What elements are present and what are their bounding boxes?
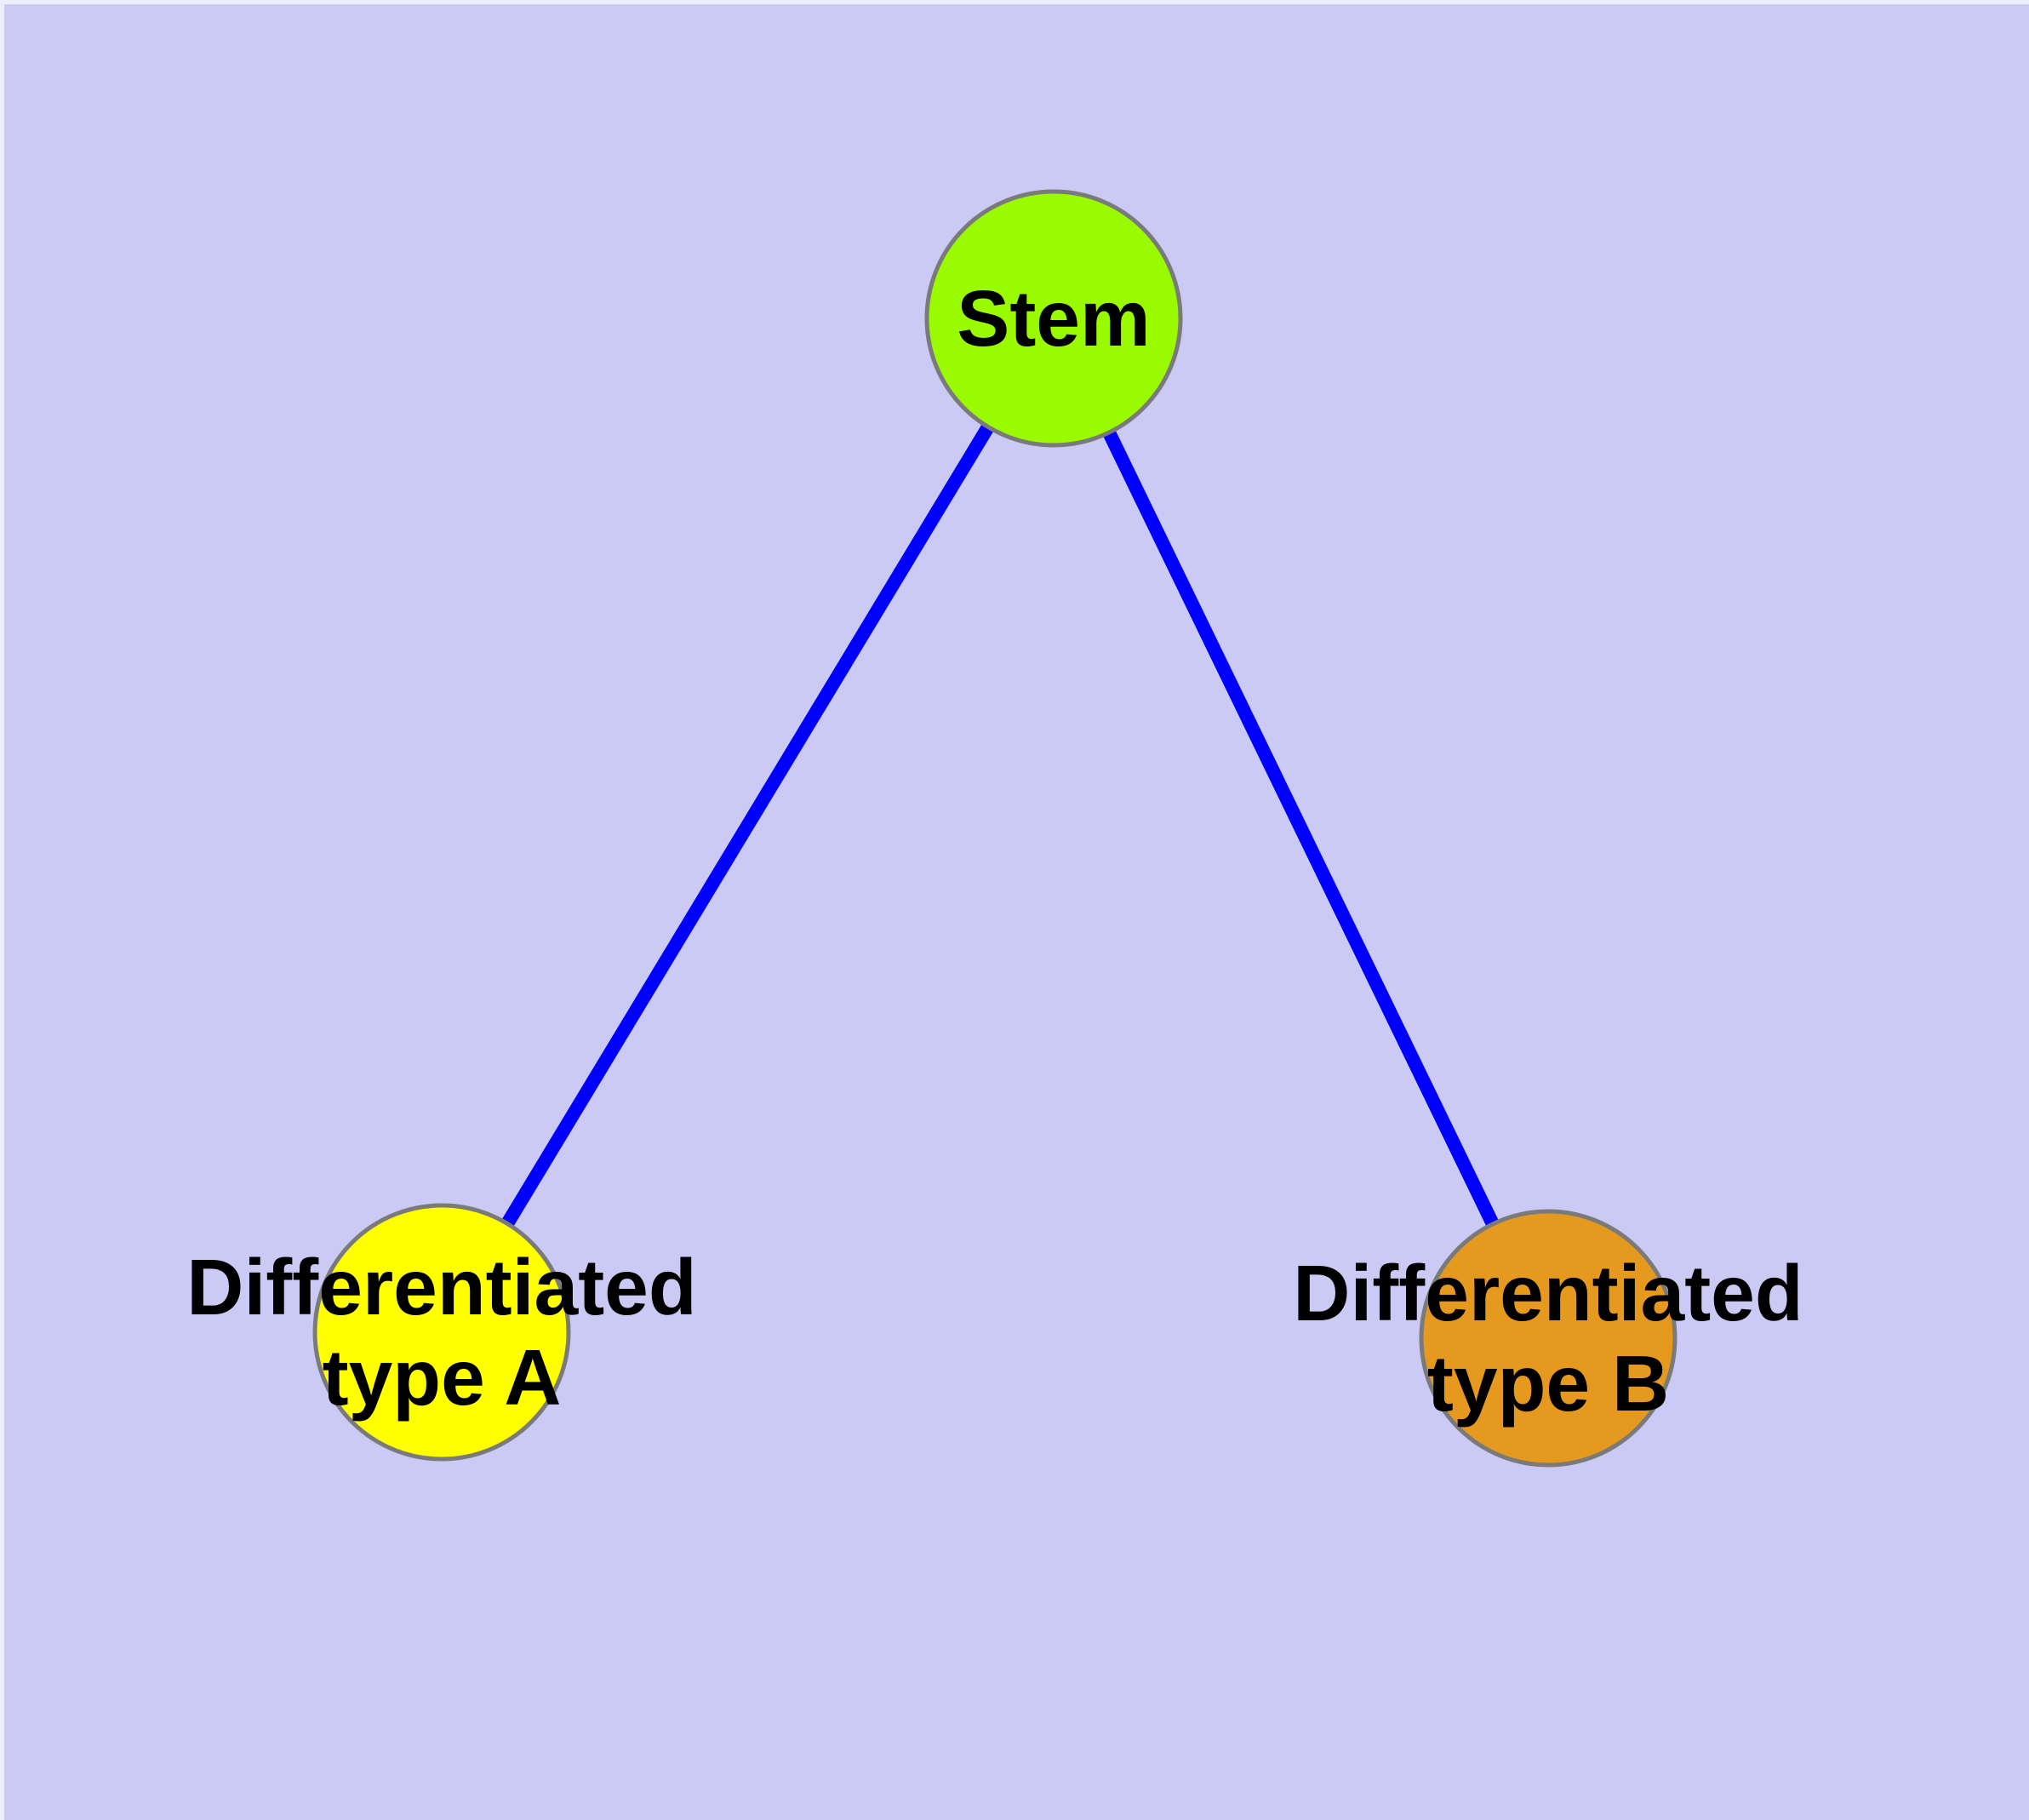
node-type-a-circle bbox=[312, 1203, 571, 1462]
node-stem-circle bbox=[924, 189, 1183, 448]
edge-stem-to-type-a bbox=[436, 314, 1060, 1336]
node-type-b-circle bbox=[1419, 1209, 1677, 1468]
edge-stem-to-type-b bbox=[1047, 315, 1555, 1342]
